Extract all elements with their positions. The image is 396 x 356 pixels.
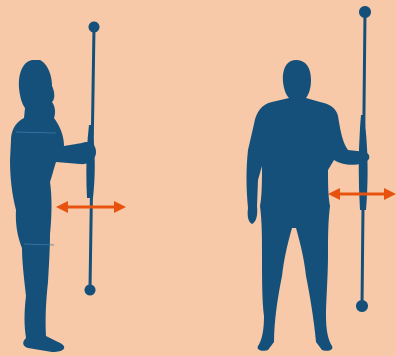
- front-view-figure-group: [247, 6, 391, 351]
- side-view-figure-group: [10, 22, 120, 353]
- human-figure-front-view-icon: [247, 60, 370, 351]
